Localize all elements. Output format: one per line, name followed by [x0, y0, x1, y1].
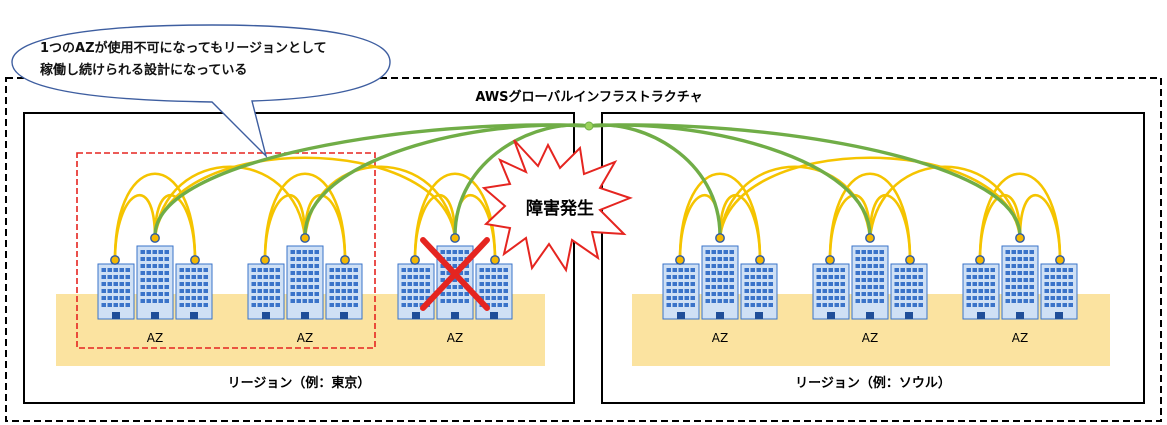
global-infra-border [5, 77, 1162, 422]
az-label: AZ [862, 331, 878, 345]
region-label-seoul: リージョン（例：ソウル） [795, 375, 951, 391]
network-link [263, 172, 347, 262]
network-node [865, 233, 875, 243]
datacenter-building [175, 263, 213, 320]
failure-alert-label: 障害発生 [526, 198, 594, 219]
network-node [260, 255, 270, 265]
backbone-link [303, 123, 591, 238]
backbone-link [587, 123, 1022, 238]
network-links [113, 123, 1062, 262]
network-node [905, 255, 915, 265]
datacenter-buildings [97, 233, 1078, 320]
network-node [110, 255, 120, 265]
network-node [340, 255, 350, 265]
healthy-az-highlight [76, 152, 376, 349]
datacenter-building [962, 263, 1000, 320]
az-label: AZ [147, 331, 163, 345]
callout-line-1: 1つのAZが使用不可になってもリージョンとして [40, 41, 327, 56]
network-node [675, 255, 685, 265]
network-node [300, 233, 310, 243]
datacenter-building [740, 263, 778, 320]
datacenter-building [97, 263, 135, 320]
network-link [678, 172, 762, 262]
datacenter-building [475, 263, 513, 320]
network-node [825, 255, 835, 265]
network-node [190, 255, 200, 265]
failure-x-mark [420, 237, 490, 311]
network-node [490, 255, 500, 265]
datacenter-building [136, 245, 174, 320]
datacenter-building [397, 263, 435, 320]
callout-bubble [11, 24, 391, 159]
datacenter-building [247, 263, 285, 320]
network-link [828, 172, 912, 262]
network-node [450, 233, 460, 243]
datacenter-building [812, 263, 850, 320]
datacenter-building [890, 263, 928, 320]
callout-line-2: 稼働し続けられる設計になっている [40, 63, 248, 78]
region-label-tokyo: リージョン（例：東京） [228, 375, 371, 391]
global-infra-title: AWSグローバルインフラストラクチャ [475, 89, 702, 105]
datacenter-building [1040, 263, 1078, 320]
az-label: AZ [447, 331, 463, 345]
network-node [975, 255, 985, 265]
az-label: AZ [1012, 331, 1028, 345]
network-node [150, 233, 160, 243]
global-hub-node [584, 121, 594, 131]
datacenter-building [325, 263, 363, 320]
backbone-link [453, 123, 591, 238]
datacenter-building [286, 245, 324, 320]
network-link [978, 172, 1062, 262]
datacenter-building [851, 245, 889, 320]
datacenter-building [1001, 245, 1039, 320]
az-label: AZ [712, 331, 728, 345]
network-node [1015, 233, 1025, 243]
az-label: AZ [297, 331, 313, 345]
datacenter-building [701, 245, 739, 320]
network-node [715, 233, 725, 243]
network-node [755, 255, 765, 265]
network-node [410, 255, 420, 265]
callout-text: 1つのAZが使用不可になってもリージョンとして 稼働し続けられる設計になっている [40, 38, 380, 82]
failure-alert-burst: 障害発生 [481, 139, 633, 273]
network-link [113, 172, 197, 262]
network-node [1055, 255, 1065, 265]
datacenter-building [662, 263, 700, 320]
